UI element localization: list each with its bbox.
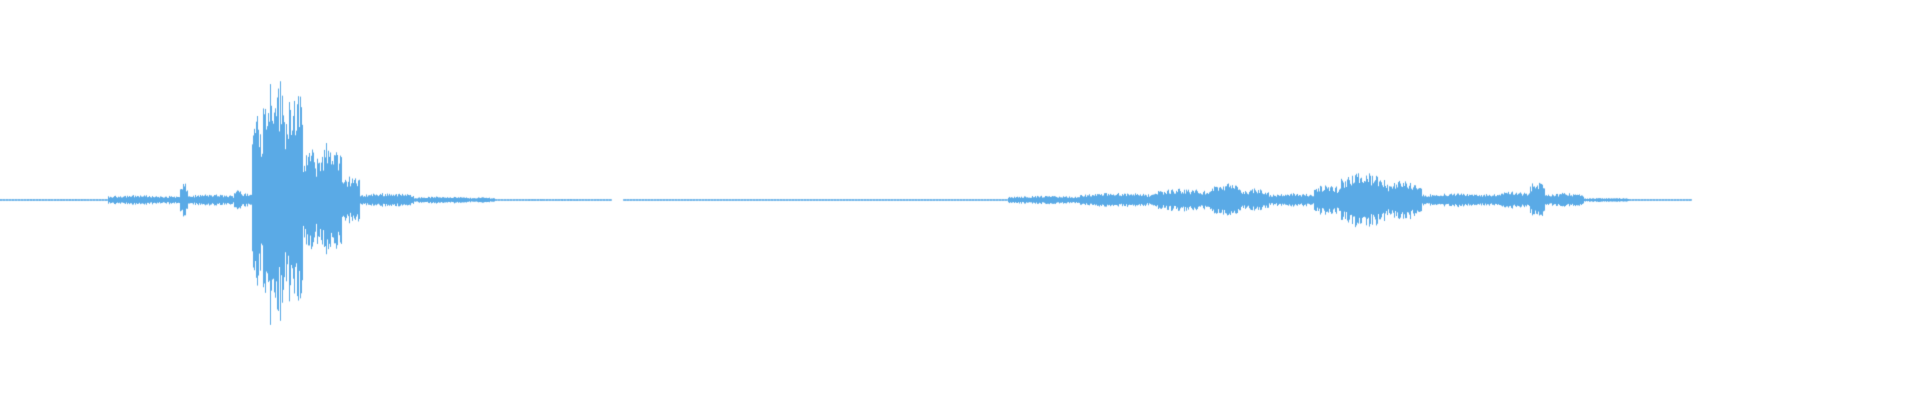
audio-waveform[interactable]: [0, 0, 1920, 400]
